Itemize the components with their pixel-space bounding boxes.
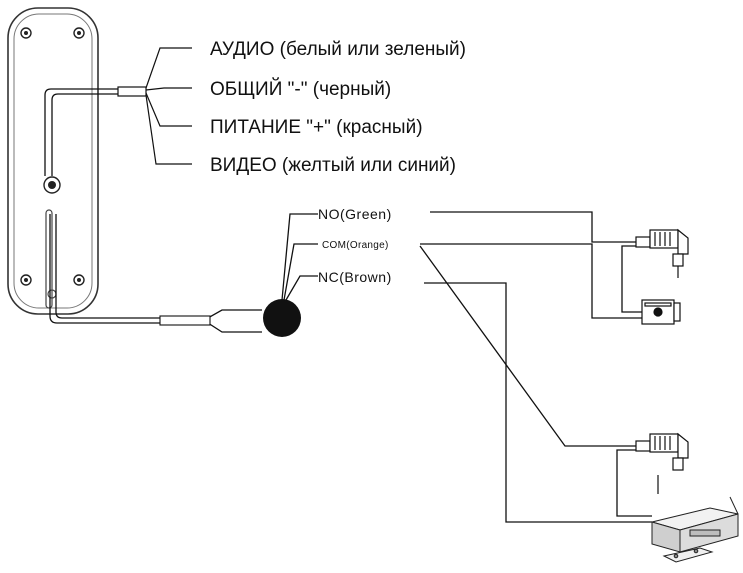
video-wire-label: ВИДЕО (желтый или синий) bbox=[210, 155, 456, 176]
common-wire-label: ОБЩИЙ "-" (черный) bbox=[210, 78, 391, 100]
screw-icon bbox=[73, 27, 85, 39]
relay-connector bbox=[263, 299, 301, 337]
audio-wire-label: АУДИО (белый или зеленый) bbox=[210, 39, 466, 60]
door-lock-icon bbox=[641, 299, 681, 325]
cable-sleeve bbox=[159, 315, 211, 326]
power-plug-icon bbox=[635, 432, 689, 494]
call-panel bbox=[7, 7, 99, 315]
screw-icon bbox=[20, 274, 32, 286]
camera-lens-icon bbox=[43, 176, 61, 194]
panel-cable bbox=[44, 88, 120, 176]
no-terminal-label: NO(Green) bbox=[318, 206, 392, 222]
screw-icon bbox=[20, 27, 32, 39]
power-plug-icon bbox=[635, 228, 689, 278]
relay-wires bbox=[281, 213, 318, 301]
com-terminal-label: COM(Orange) bbox=[322, 240, 389, 251]
call-button-slot bbox=[45, 209, 53, 309]
wire-fanout bbox=[145, 47, 192, 165]
electric-strike-icon bbox=[650, 496, 739, 563]
cable-sleeve bbox=[117, 86, 147, 97]
relay-routing bbox=[419, 211, 652, 523]
power-wire-label: ПИТАНИЕ "+" (красный) bbox=[210, 117, 423, 138]
nc-terminal-label: NC(Brown) bbox=[318, 269, 392, 285]
screw-icon bbox=[73, 274, 85, 286]
